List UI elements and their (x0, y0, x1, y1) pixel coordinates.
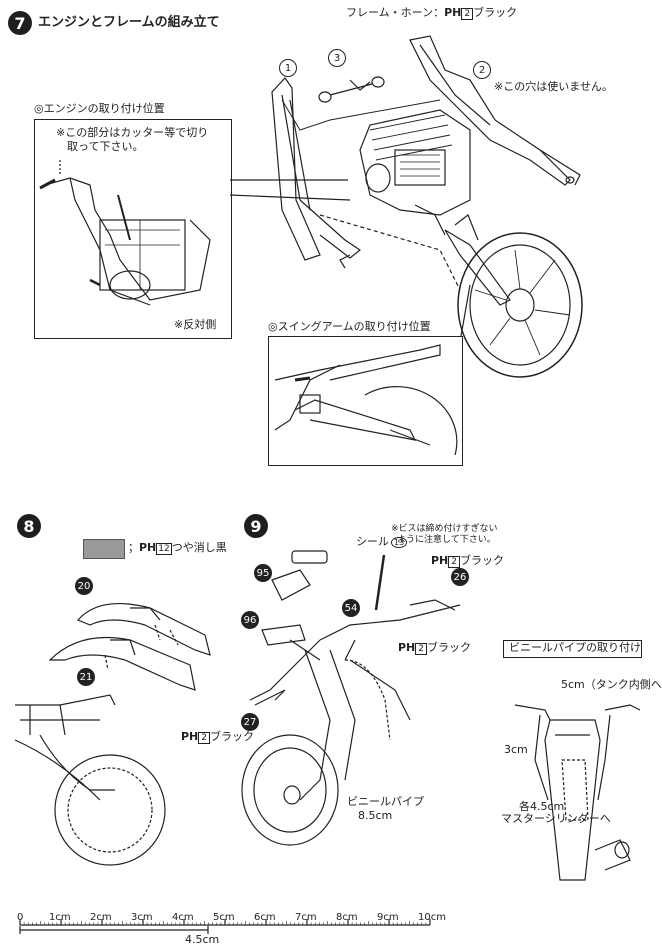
step-7-title: エンジンとフレームの組み立て (38, 15, 220, 30)
part-54-callout: 54 (342, 599, 360, 617)
paint-code-number: 12 (156, 543, 172, 555)
ruler-label: 6cm (254, 912, 276, 923)
paint-code-prefix: PH (398, 641, 416, 654)
engine-callout-line-2 (229, 194, 351, 201)
engine-block-drawing (359, 109, 471, 236)
swingarm-detail-drawing (274, 344, 458, 456)
cut-note-line-1: ※この部分はカッター等で切り (56, 126, 209, 139)
engine-mount-detail-box (34, 119, 232, 339)
master-cylinder-label: マスターシリンダーへ (501, 812, 611, 825)
ruler-label: 4cm (172, 912, 194, 923)
vinyl-pipe-install-drawing (514, 704, 641, 881)
frame-assembly-drawing (271, 35, 581, 269)
paint-name: ブラック (427, 641, 472, 654)
unused-hole-note: ※この穴は使いません。 (494, 80, 613, 93)
paint-code-prefix: PH (139, 541, 157, 554)
part-2-callout: 2 (473, 61, 491, 79)
paint-code-prefix: PH (431, 554, 449, 567)
paint-name: ブラック (473, 6, 518, 19)
ruler-label: 5cm (213, 912, 235, 923)
paint-color-swatch (83, 539, 125, 559)
step-8-number: 8 (17, 514, 41, 538)
step-9-number: 9 (244, 514, 268, 538)
ruler-ticks (19, 919, 431, 925)
vinyl-pipe-length: 8.5cm (358, 809, 393, 822)
vinyl-install-title-box (503, 640, 642, 658)
rear-wheel-drawing (444, 214, 583, 378)
part-95-callout: 95 (254, 564, 272, 582)
vinyl-pipe-label: ビニールパイプ (347, 795, 424, 808)
paint-code-number: 2 (448, 556, 461, 568)
part-96-callout: 96 (241, 611, 259, 629)
ruler-label: 0 (17, 912, 24, 923)
cut-note-line-2: 取って下さい。 (67, 140, 144, 153)
tank-inside-note: 5cm（タンク内側へ (561, 678, 662, 691)
vinyl-install-title: ビニールパイプの取り付け (509, 641, 641, 654)
ruler-label: 7cm (295, 912, 317, 923)
paint-code-prefix: PH (444, 6, 462, 19)
swatch-separator: ； (128, 541, 139, 554)
paint-code-number: 2 (415, 643, 428, 655)
paint-name: ブラック (210, 730, 255, 743)
ruler-label: 10cm (418, 912, 446, 923)
part-1-callout: 1 (279, 59, 297, 77)
seal-text: シール (356, 535, 389, 548)
screw-note-line-2: ように注意して下さい。 (397, 535, 496, 545)
swingarm-mount-title: ◎スイングアームの取り付け位置 (268, 320, 431, 333)
seal-number: 13 (391, 537, 408, 548)
part-27-callout: 27 (241, 713, 259, 731)
swingarm-detail-box (268, 336, 463, 466)
paint-name: つや消し黒 (171, 541, 227, 554)
frame-horn-label: フレーム・ホーン： (346, 6, 445, 19)
length-3cm-label: 3cm (504, 743, 528, 756)
ruler-label: 8cm (336, 912, 358, 923)
handlebar-fork-drawing (241, 550, 461, 846)
step-7-number: 7 (8, 11, 32, 35)
paint-code-number: 2 (461, 8, 474, 20)
rear-fender-body-drawing (14, 694, 166, 866)
fender-parts-drawing (48, 602, 211, 691)
engine-mount-detail-drawing (39, 160, 211, 306)
measurement-ruler (19, 919, 431, 934)
ruler-label: 3cm (131, 912, 153, 923)
part-21-callout: 21 (77, 668, 95, 686)
paint-code-number: 2 (198, 732, 211, 744)
ruler-label: 9cm (377, 912, 399, 923)
ruler-label: 2cm (90, 912, 112, 923)
swingarm-callout-line (460, 284, 471, 337)
engine-mount-title: ◎エンジンの取り付け位置 (34, 102, 165, 115)
opposite-side-note: ※反対側 (174, 318, 217, 331)
paint-name: ブラック (460, 554, 505, 567)
part-26-callout: 26 (451, 568, 469, 586)
ruler-label: 1cm (49, 912, 71, 923)
part-20-callout: 20 (75, 577, 93, 595)
paint-code-prefix: PH (181, 730, 199, 743)
ruler-sample-label: 4.5cm (185, 933, 220, 946)
screw-note-line-1: ※ビスは締め付けすぎない (391, 524, 498, 534)
swingarm-callout-dash (319, 214, 461, 291)
part-3-callout: 3 (328, 49, 346, 67)
